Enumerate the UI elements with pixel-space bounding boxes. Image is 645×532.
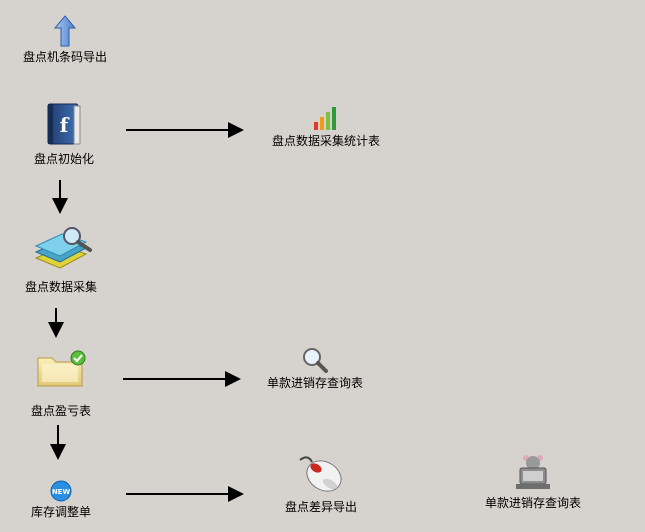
node-single-query-1[interactable]: 单款进销存查询表 [260,346,370,390]
node-label: 盘点数据采集统计表 [271,134,380,148]
node-profit-loss[interactable]: 盘点盈亏表 [24,350,98,418]
node-label: 盘点初始化 [33,152,94,166]
svg-text:NEW: NEW [52,488,71,496]
book-icon: f [47,103,81,145]
books-magnifier-icon [34,227,92,269]
svg-text:f: f [60,113,70,137]
node-stock-adjust[interactable]: NEW 库存调整单 [24,480,98,519]
node-label: 盘点盈亏表 [30,404,91,418]
new-badge-icon: NEW [50,480,72,502]
node-barcode-export[interactable]: 盘点机条码导出 [18,14,112,64]
bar-chart-icon [314,107,336,130]
magnifier-icon [303,348,328,373]
up-arrow-icon [53,15,77,47]
computer-icon [516,455,550,489]
folder-check-icon [37,350,86,387]
node-single-query-2[interactable]: 单款进销存查询表 [478,452,588,510]
node-init[interactable]: f 盘点初始化 [26,100,102,166]
node-label: 库存调整单 [30,505,91,519]
node-label: 盘点机条码导出 [22,50,107,64]
node-label: 盘点差异导出 [284,500,357,514]
node-label: 单款进销存查询表 [484,496,581,510]
node-data-collect[interactable]: 盘点数据采集 [18,224,104,294]
node-label: 单款进销存查询表 [266,376,363,390]
node-diff-export[interactable]: 盘点差异导出 [276,454,366,514]
mouse-icon [299,456,342,492]
node-collect-stats[interactable]: 盘点数据采集统计表 [266,104,386,148]
node-label: 盘点数据采集 [24,280,97,294]
